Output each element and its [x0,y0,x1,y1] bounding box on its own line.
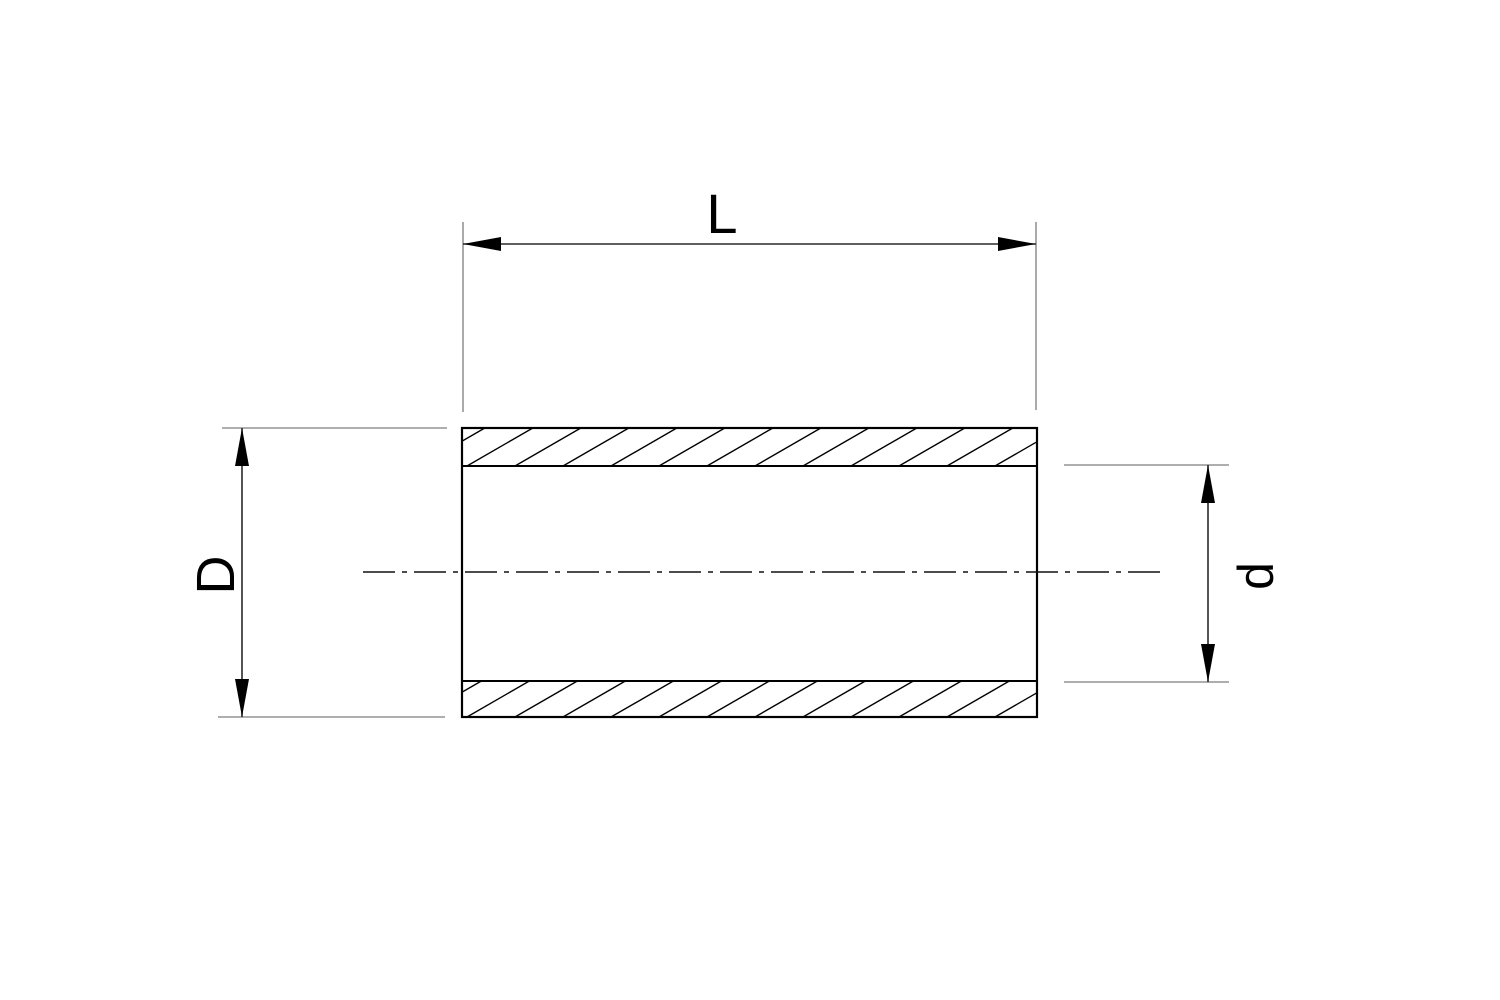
hatch-line [706,681,770,717]
hatch-line [850,681,914,717]
hatch-line [610,428,678,466]
hatch-line [706,428,774,466]
hatch-line [562,681,626,717]
inner-diameter-label: d [1228,562,1284,590]
length-label: L [706,182,737,245]
hatch-line [994,691,1037,717]
hatch-line [994,440,1037,466]
length-arrowhead-right [998,237,1036,251]
outer-diameter-label: D [186,556,246,595]
hatch-line [946,681,1010,717]
hatch-line [462,428,486,442]
hatch-line [850,428,918,466]
hatch-line [1043,428,1109,466]
inner-diameter-arrowhead-bottom [1201,644,1215,682]
hatch-line [754,681,818,717]
top-wall-hatching [462,428,1157,466]
inner-diameter-arrowhead-top [1201,465,1215,503]
inner-diameter-dimension: d [1064,464,1284,683]
outer-diameter-dimension: D [186,427,447,718]
outer-diameter-arrowhead-bottom [235,679,249,717]
hatch-line [1091,681,1153,717]
hatch-line [610,681,674,717]
hatch-line [466,428,534,466]
hatch-line [514,681,578,717]
length-dimension: L [462,182,1037,412]
hatch-line [802,681,866,717]
hatch-line [1091,428,1157,466]
hatch-line [658,428,726,466]
hatch-line [462,681,482,693]
hatch-line [898,681,962,717]
hatch-line [466,681,530,717]
outer-diameter-arrowhead-top [235,428,249,466]
hatch-line [562,428,630,466]
hatch-line [658,681,722,717]
hatch-line [898,428,966,466]
hatch-line [514,428,582,466]
bottom-wall-hatching [462,681,1153,717]
length-arrowhead-left [463,237,501,251]
hatch-line [946,428,1014,466]
hatch-line [754,428,822,466]
hatch-line [802,428,870,466]
hatch-line [1043,681,1105,717]
